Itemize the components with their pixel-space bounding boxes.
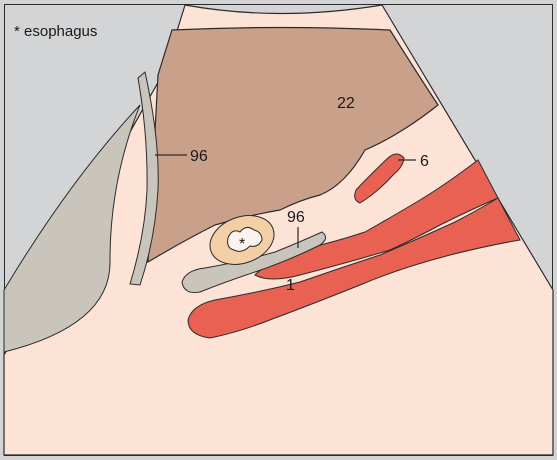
legend-esophagus: * esophagus: [14, 23, 97, 40]
label-22: 22: [337, 95, 355, 112]
label-1: 1: [286, 277, 295, 294]
label-6: 6: [420, 153, 429, 170]
label-96-lower: 96: [287, 209, 305, 226]
label-96-upper: 96: [190, 148, 208, 165]
label-esophagus-marker: *: [239, 236, 245, 253]
